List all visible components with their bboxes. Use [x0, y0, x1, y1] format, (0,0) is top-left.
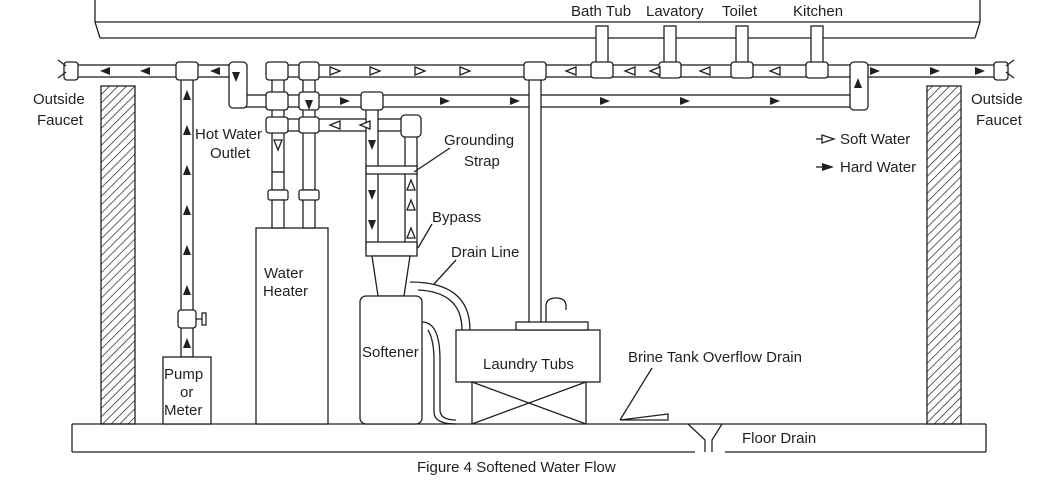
drain-line-leader — [433, 259, 457, 285]
bypass-valve-bar — [365, 241, 418, 257]
legend-hard-water-label: Hard Water — [840, 159, 916, 176]
softener-tee — [360, 91, 384, 111]
soft-water-arrows — [273, 66, 781, 239]
laundry-tee — [523, 61, 547, 81]
bypass-crossbar — [365, 165, 418, 175]
right-outside-faucet — [993, 59, 1015, 81]
bypass-leader — [417, 223, 433, 249]
supply-tee — [175, 61, 199, 81]
ceiling-outline — [94, 0, 981, 39]
brine-drain-leader — [619, 367, 653, 421]
label-hot-water-outlet-2: Outlet — [210, 145, 251, 162]
softener-elbow — [400, 114, 422, 138]
label-grounding-strap-1: Grounding — [444, 132, 514, 149]
label-bypass: Bypass — [432, 209, 481, 226]
grounding-strap-leader — [413, 147, 451, 173]
right-wall — [926, 85, 962, 425]
manifold-fitting-3 — [265, 91, 289, 111]
label-floor-drain: Floor Drain — [742, 430, 816, 447]
drain-line-hose — [409, 281, 471, 331]
floor — [71, 423, 987, 453]
laundry-riser — [528, 71, 542, 326]
manifold-fitting-5 — [265, 116, 289, 134]
manifold-fitting-2 — [298, 61, 320, 81]
label-outside-faucet-left-1: Outside — [33, 91, 85, 108]
left-outside-faucet — [57, 59, 79, 81]
label-bath-tub: Bath Tub — [571, 3, 631, 20]
left-elbow — [228, 61, 248, 109]
fixture-drops — [590, 25, 829, 79]
left-wall — [100, 85, 136, 425]
label-outside-faucet-right-2: Faucet — [976, 112, 1023, 129]
label-water-heater-1: Water — [264, 265, 303, 282]
label-pump-meter-2: or — [180, 384, 193, 401]
label-grounding-strap-2: Strap — [464, 153, 500, 170]
label-drain-line: Drain Line — [451, 244, 519, 261]
label-water-heater-2: Heater — [263, 283, 308, 300]
label-pump-meter-1: Pump — [164, 366, 203, 383]
label-hot-water-outlet-1: Hot Water — [195, 126, 262, 143]
hard-water-arrows — [100, 67, 985, 348]
label-laundry-tubs: Laundry Tubs — [483, 356, 574, 373]
manifold-fitting-6 — [298, 116, 320, 134]
brine-overflow-drain-line — [619, 413, 669, 421]
hard-water-legend-icon — [822, 163, 834, 171]
figure-caption: Figure 4 Softened Water Flow — [417, 459, 616, 476]
hard-water-main-pipe — [232, 94, 864, 108]
meter-valve — [177, 309, 207, 329]
label-outside-faucet-right-1: Outside — [971, 91, 1023, 108]
floor-drain — [687, 423, 723, 452]
softener-tank — [359, 255, 423, 425]
laundry-tubs — [455, 297, 601, 425]
pump-meter-box — [162, 356, 212, 425]
label-toilet: Toilet — [722, 3, 758, 20]
label-brine-tank-overflow-drain: Brine Tank Overflow Drain — [628, 349, 802, 366]
soft-water-legend-icon — [821, 134, 837, 144]
label-softener: Softener — [362, 344, 419, 361]
label-kitchen: Kitchen — [793, 3, 843, 20]
label-outside-faucet-left-2: Faucet — [37, 112, 84, 129]
brine-hose — [421, 321, 457, 425]
water-heater — [255, 171, 329, 425]
legend-soft-water-label: Soft Water — [840, 131, 910, 148]
label-lavatory: Lavatory — [646, 3, 704, 20]
manifold-fitting-1 — [265, 61, 289, 81]
label-pump-meter-3: Meter — [164, 402, 202, 419]
